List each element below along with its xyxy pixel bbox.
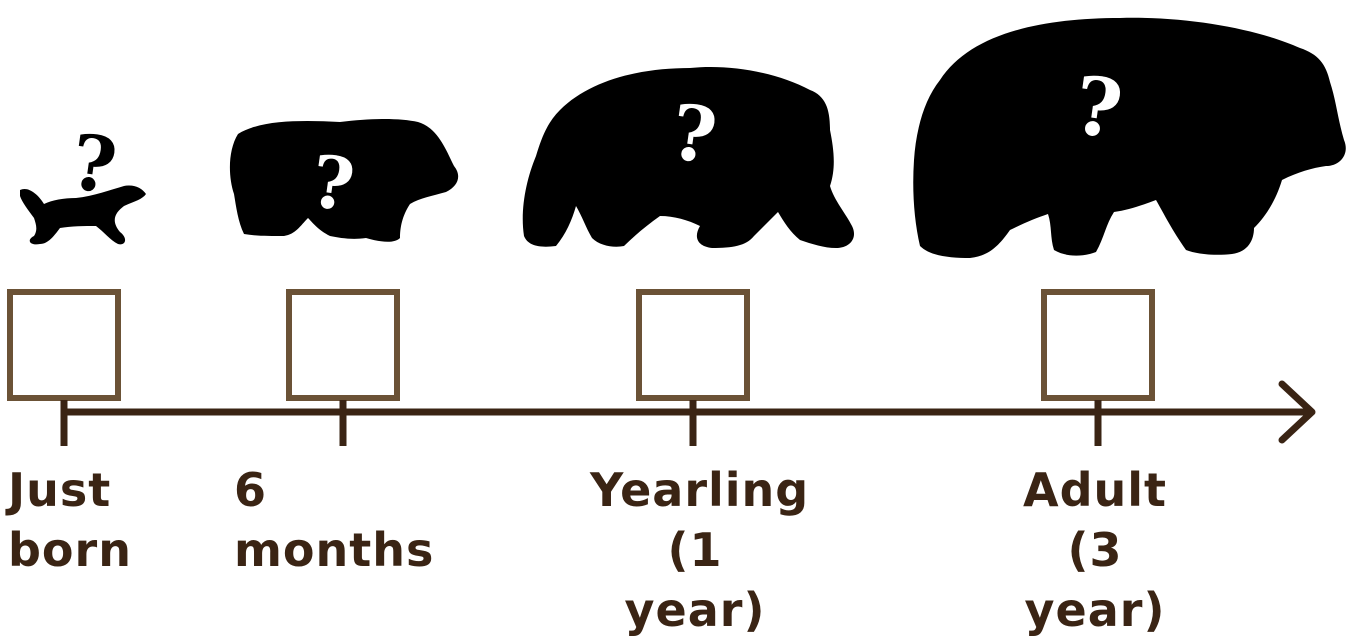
stage-label-6-months: 6 months xyxy=(234,463,435,577)
newborn-cub-silhouette xyxy=(20,185,146,245)
yearling-silhouette xyxy=(522,66,855,248)
six-month-cub-silhouette xyxy=(229,119,459,242)
answer-box-adult[interactable] xyxy=(1041,289,1155,401)
timeline-canvas: ? ? ? ? xyxy=(7,17,1346,446)
answer-box-6-months[interactable] xyxy=(286,289,400,401)
answer-box-yearling[interactable] xyxy=(636,289,750,401)
stage-label-yearling: Yearling (1 year) xyxy=(590,463,810,637)
answer-box-just-born[interactable] xyxy=(7,289,121,401)
timeline-arrowhead xyxy=(1278,380,1316,444)
stage-label-just-born: Just born xyxy=(8,463,132,577)
stage-label-adult: Adult (3 year) xyxy=(1022,463,1168,637)
adult-bear-silhouette xyxy=(913,17,1346,258)
bear-growth-timeline: ? ? ? ? Just born 6 months Yearling (1 y… xyxy=(7,17,1346,637)
